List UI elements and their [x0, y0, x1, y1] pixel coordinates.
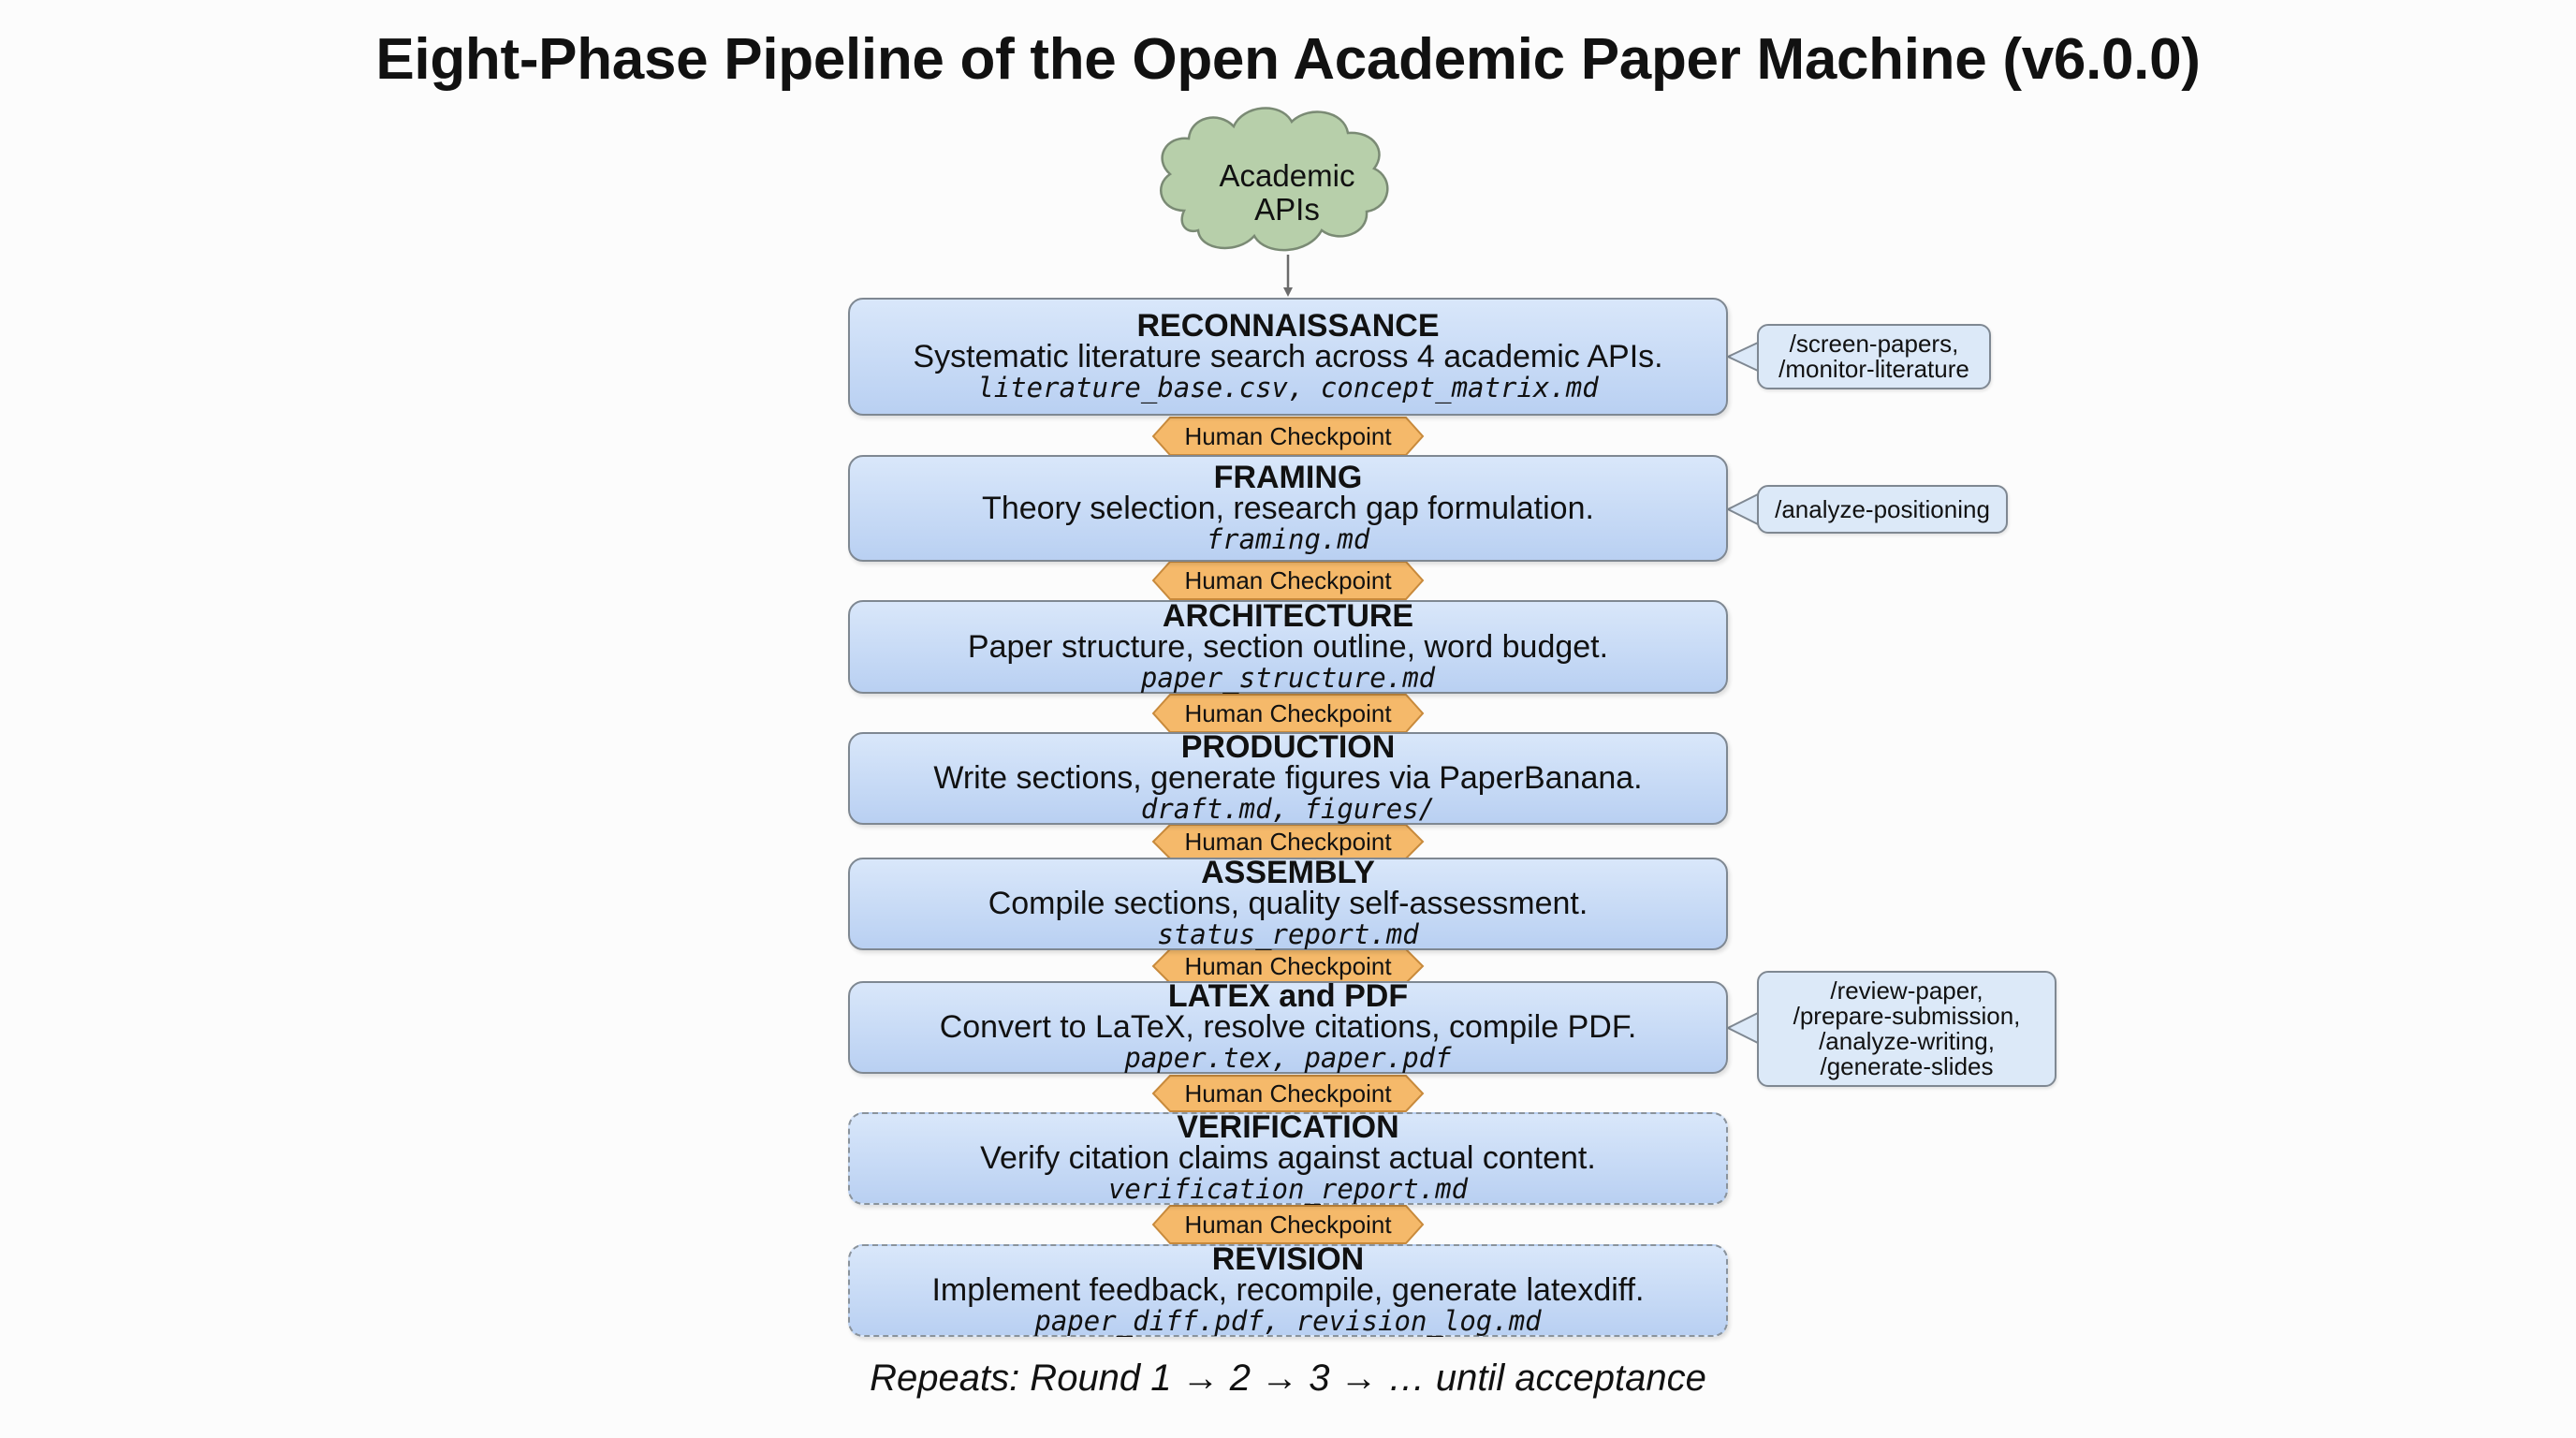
phase-title: REVISION — [1211, 1241, 1365, 1277]
phase-title: PRODUCTION — [1180, 729, 1396, 765]
phase-verification: VERIFICATION Verify citation claims agai… — [848, 1109, 1728, 1205]
human-checkpoint-4: Human Checkpoint — [1184, 828, 1392, 856]
command-callout-framing: /analyze-positioning — [1757, 485, 2008, 534]
command-callout-latex-and-pdf: /review-paper, /prepare-submission, /ana… — [1757, 971, 2056, 1087]
phase-framing: FRAMING Theory selection, research gap f… — [848, 455, 1728, 562]
revision-loop-note: Repeats: Round 1 → 2 → 3 → … until accep… — [870, 1357, 1706, 1399]
phase-description: Paper structure, section outline, word b… — [967, 628, 1609, 665]
phase-latex-and-pdf: LATEX and PDF Convert to LaTeX, resolve … — [848, 978, 1728, 1074]
phase-title: RECONNAISSANCE — [1136, 307, 1440, 344]
phase-output-files: paper.tex, paper.pdf — [1124, 1042, 1452, 1074]
phase-title: FRAMING — [1213, 459, 1363, 495]
phase-production: PRODUCTION Write sections, generate figu… — [848, 729, 1728, 825]
phase-description: Convert to LaTeX, resolve citations, com… — [939, 1009, 1637, 1045]
phase-title: ARCHITECTURE — [1162, 597, 1414, 634]
checkpoint-shape-7 — [1151, 1205, 1425, 1244]
academic-apis-label: Academic APIs — [1219, 158, 1355, 227]
phase-output-files: paper_diff.pdf, revision_log.md — [1034, 1305, 1542, 1337]
checkpoint-shape-6 — [1151, 1075, 1425, 1112]
human-checkpoint-6: Human Checkpoint — [1184, 1079, 1392, 1108]
phase-reconnaissance: RECONNAISSANCE Systematic literature sea… — [848, 298, 1728, 416]
human-checkpoint-2: Human Checkpoint — [1184, 566, 1392, 594]
human-checkpoint-5: Human Checkpoint — [1184, 952, 1392, 980]
human-checkpoint-7: Human Checkpoint — [1184, 1211, 1392, 1239]
phase-assembly: ASSEMBLY Compile sections, quality self-… — [848, 855, 1728, 950]
phase-title: VERIFICATION — [1177, 1109, 1399, 1145]
phase-description: Write sections, generate figures via Pap… — [933, 760, 1643, 796]
diagram-title: Eight-Phase Pipeline of the Open Academi… — [375, 27, 2201, 92]
command-callout-reconnaissance: /screen-papers, /monitor-literature — [1757, 324, 1991, 389]
phase-description: Implement feedback, recompile, generate … — [931, 1272, 1645, 1308]
phase-title: ASSEMBLY — [1201, 855, 1375, 890]
phase-architecture: ARCHITECTURE Paper structure, section ou… — [848, 600, 1728, 694]
phase-revision: REVISION Implement feedback, recompile, … — [848, 1241, 1728, 1337]
checkpoint-shapes — [1151, 417, 1425, 1244]
phase-description: Theory selection, research gap formulati… — [982, 490, 1594, 526]
phase-output-files: literature_base.csv, concept_matrix.md — [977, 371, 1599, 404]
phase-output-files: verification_report.md — [1107, 1173, 1469, 1205]
checkpoint-shape-2 — [1151, 561, 1425, 600]
phase-output-files: draft.md, figures/ — [1140, 793, 1436, 825]
phase-description: Compile sections, quality self-assessmen… — [988, 886, 1588, 921]
human-checkpoint-3: Human Checkpoint — [1184, 699, 1392, 727]
academic-apis-cloud-icon — [1160, 107, 1389, 252]
phase-output-files: framing.md — [1206, 522, 1370, 555]
phase-output-files: status_report.md — [1157, 918, 1419, 950]
human-checkpoint-1: Human Checkpoint — [1184, 422, 1392, 450]
phase-description: Systematic literature search across 4 ac… — [913, 338, 1663, 374]
phase-title: LATEX and PDF — [1167, 978, 1409, 1014]
phase-output-files: paper_structure.md — [1140, 661, 1436, 694]
command-pointers — [1727, 342, 1759, 1044]
phase-description: Verify citation claims against actual co… — [980, 1140, 1596, 1176]
